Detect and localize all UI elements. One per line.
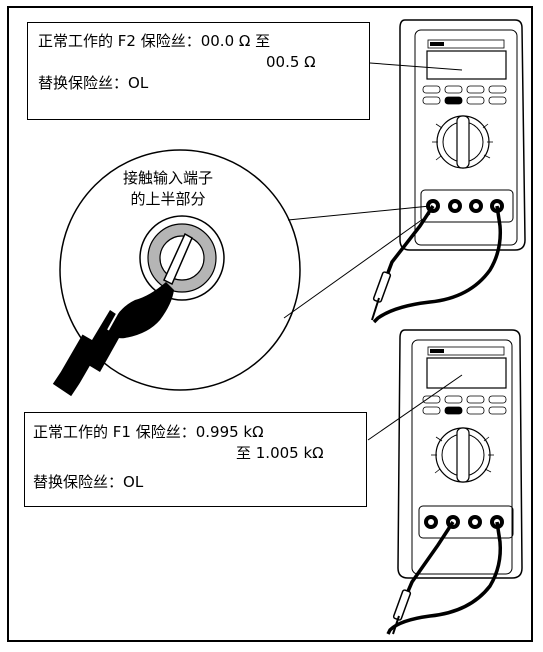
multimeter-top bbox=[399, 19, 526, 251]
f2-range-low: 00.0 Ω 至 bbox=[200, 32, 271, 50]
input-terminal-closeup bbox=[52, 215, 225, 397]
f2-replace-line: 替换保险丝：OL bbox=[38, 73, 359, 94]
f1-replace-label: 替换保险丝： bbox=[33, 473, 124, 491]
fuse-f1-callout: 正常工作的 F1 保险丝：0.995 kΩ 至 1.005 kΩ 替换保险丝：O… bbox=[24, 412, 367, 507]
f1-first-line: 正常工作的 F1 保险丝：0.995 kΩ bbox=[33, 422, 358, 443]
caption-line-1: 接触输入端子 bbox=[122, 169, 213, 187]
f1-range-low: 0.995 kΩ bbox=[195, 423, 264, 441]
caption-line-2: 的上半部分 bbox=[130, 190, 206, 208]
f2-replace-label: 替换保险丝： bbox=[38, 74, 129, 92]
f1-replace-value: OL bbox=[123, 473, 144, 491]
f2-normal-label: 正常工作的 F2 保险丝： bbox=[38, 32, 201, 50]
fuse-f2-callout: 正常工作的 F2 保险丝：00.0 Ω 至 00.5 Ω 替换保险丝：OL bbox=[27, 22, 370, 120]
f1-replace-line: 替换保险丝：OL bbox=[33, 472, 358, 493]
multimeter-bottom bbox=[397, 329, 523, 579]
f2-replace-value: OL bbox=[128, 74, 149, 92]
f1-range-high: 至 1.005 kΩ bbox=[236, 444, 324, 462]
f2-first-line: 正常工作的 F2 保险丝：00.0 Ω 至 bbox=[38, 31, 359, 52]
magnifier-caption: 接触输入端子 的上半部分 bbox=[108, 168, 228, 210]
f2-range-high: 00.5 Ω bbox=[266, 53, 316, 71]
f1-normal-label: 正常工作的 F1 保险丝： bbox=[33, 423, 196, 441]
